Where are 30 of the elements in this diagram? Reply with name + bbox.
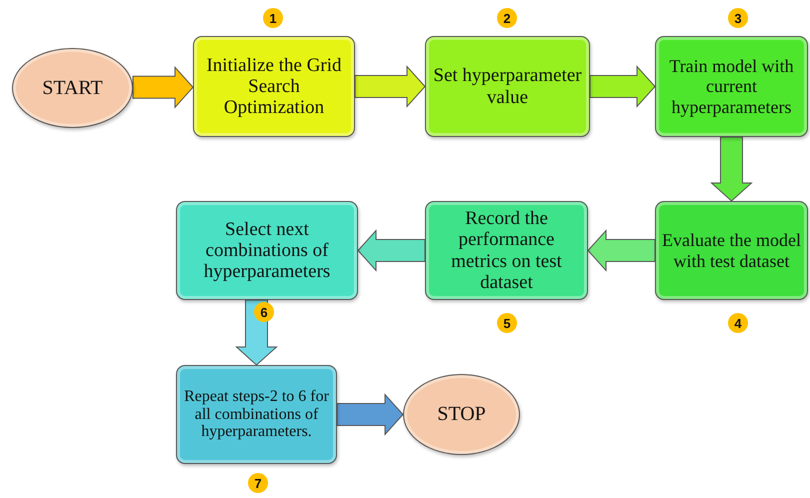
- step-number: 7: [248, 473, 268, 493]
- step-text: Evaluate the model with test dataset: [662, 230, 801, 271]
- step-number: 1: [263, 8, 283, 28]
- step-number: 6: [254, 302, 274, 322]
- step-text: Train model with current hyperparameters: [668, 56, 795, 117]
- block-arrow: [354, 65, 426, 108]
- process-box: [655, 201, 808, 300]
- block-arrow: [357, 229, 426, 272]
- process-box: [176, 201, 358, 300]
- block-arrow: [132, 66, 194, 109]
- step-text: Set hyperparameter value: [432, 65, 583, 108]
- step-text: STOP: [437, 403, 486, 426]
- block-arrow: [590, 65, 656, 108]
- step-text: Record the performance metrics on test dataset: [450, 208, 563, 294]
- block-arrow: [710, 136, 753, 202]
- step-text: START: [42, 76, 103, 100]
- process-box: [655, 36, 808, 137]
- block-arrow: [587, 229, 656, 272]
- step-number: 3: [728, 8, 748, 28]
- step-text: Repeat steps-2 to 6 for all combinations of hyperparameters.: [183, 388, 330, 442]
- process-box: [425, 36, 590, 137]
- block-arrow: [336, 393, 404, 436]
- step-text: Select next combinations of hyperparameters: [202, 218, 332, 282]
- process-box: [193, 36, 355, 137]
- step-number: 5: [497, 313, 517, 333]
- step-text: Initialize the Grid Search Optimization: [205, 54, 343, 118]
- process-box: [425, 201, 588, 300]
- process-box: [176, 365, 337, 464]
- step-number: 4: [728, 313, 748, 333]
- step-number: 2: [497, 8, 517, 28]
